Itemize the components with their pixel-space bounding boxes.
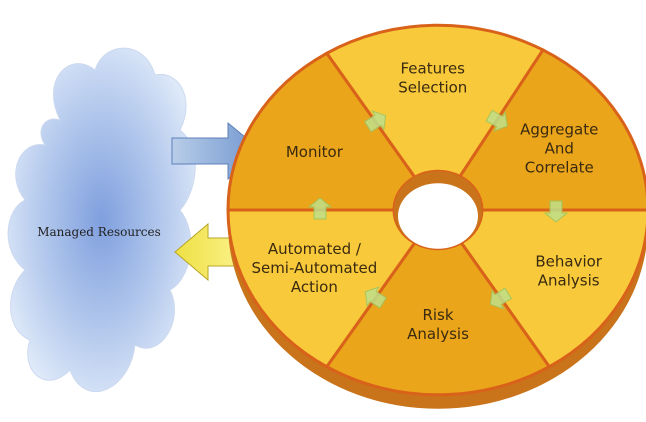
segment-label-features: Selection xyxy=(398,79,467,97)
center-hole xyxy=(398,183,478,249)
managed-resources-cloud: Managed Resources xyxy=(7,47,196,392)
flow-arrow-icon xyxy=(543,200,569,223)
segment-label-action: Semi-Automated xyxy=(251,259,377,277)
segment-label-risk: Analysis xyxy=(407,325,469,343)
segment-label-aggregate: Aggregate xyxy=(520,120,598,138)
segment-label-features: Features xyxy=(401,60,466,78)
process-wheel: FeaturesSelectionAggregateAndCorrelateBe… xyxy=(226,23,646,409)
segment-label-action: Action xyxy=(291,278,338,296)
segment-label-risk: Risk xyxy=(422,306,453,324)
segment-label-behavior: Behavior xyxy=(535,253,602,271)
flow-arrow-icon xyxy=(364,286,387,309)
segment-label-monitor: Monitor xyxy=(286,143,344,161)
segment-label-action: Automated / xyxy=(268,240,362,258)
segment-label-behavior: Analysis xyxy=(538,272,600,290)
segment-label-aggregate: And xyxy=(545,139,574,157)
flow-arrow-icon xyxy=(363,110,387,133)
segment-label-aggregate: Correlate xyxy=(525,158,594,176)
flow-arrow-icon xyxy=(485,109,508,133)
flow-arrow-icon xyxy=(307,197,333,220)
cloud-label: Managed Resources xyxy=(37,225,161,239)
flow-arrow-icon xyxy=(489,287,513,310)
